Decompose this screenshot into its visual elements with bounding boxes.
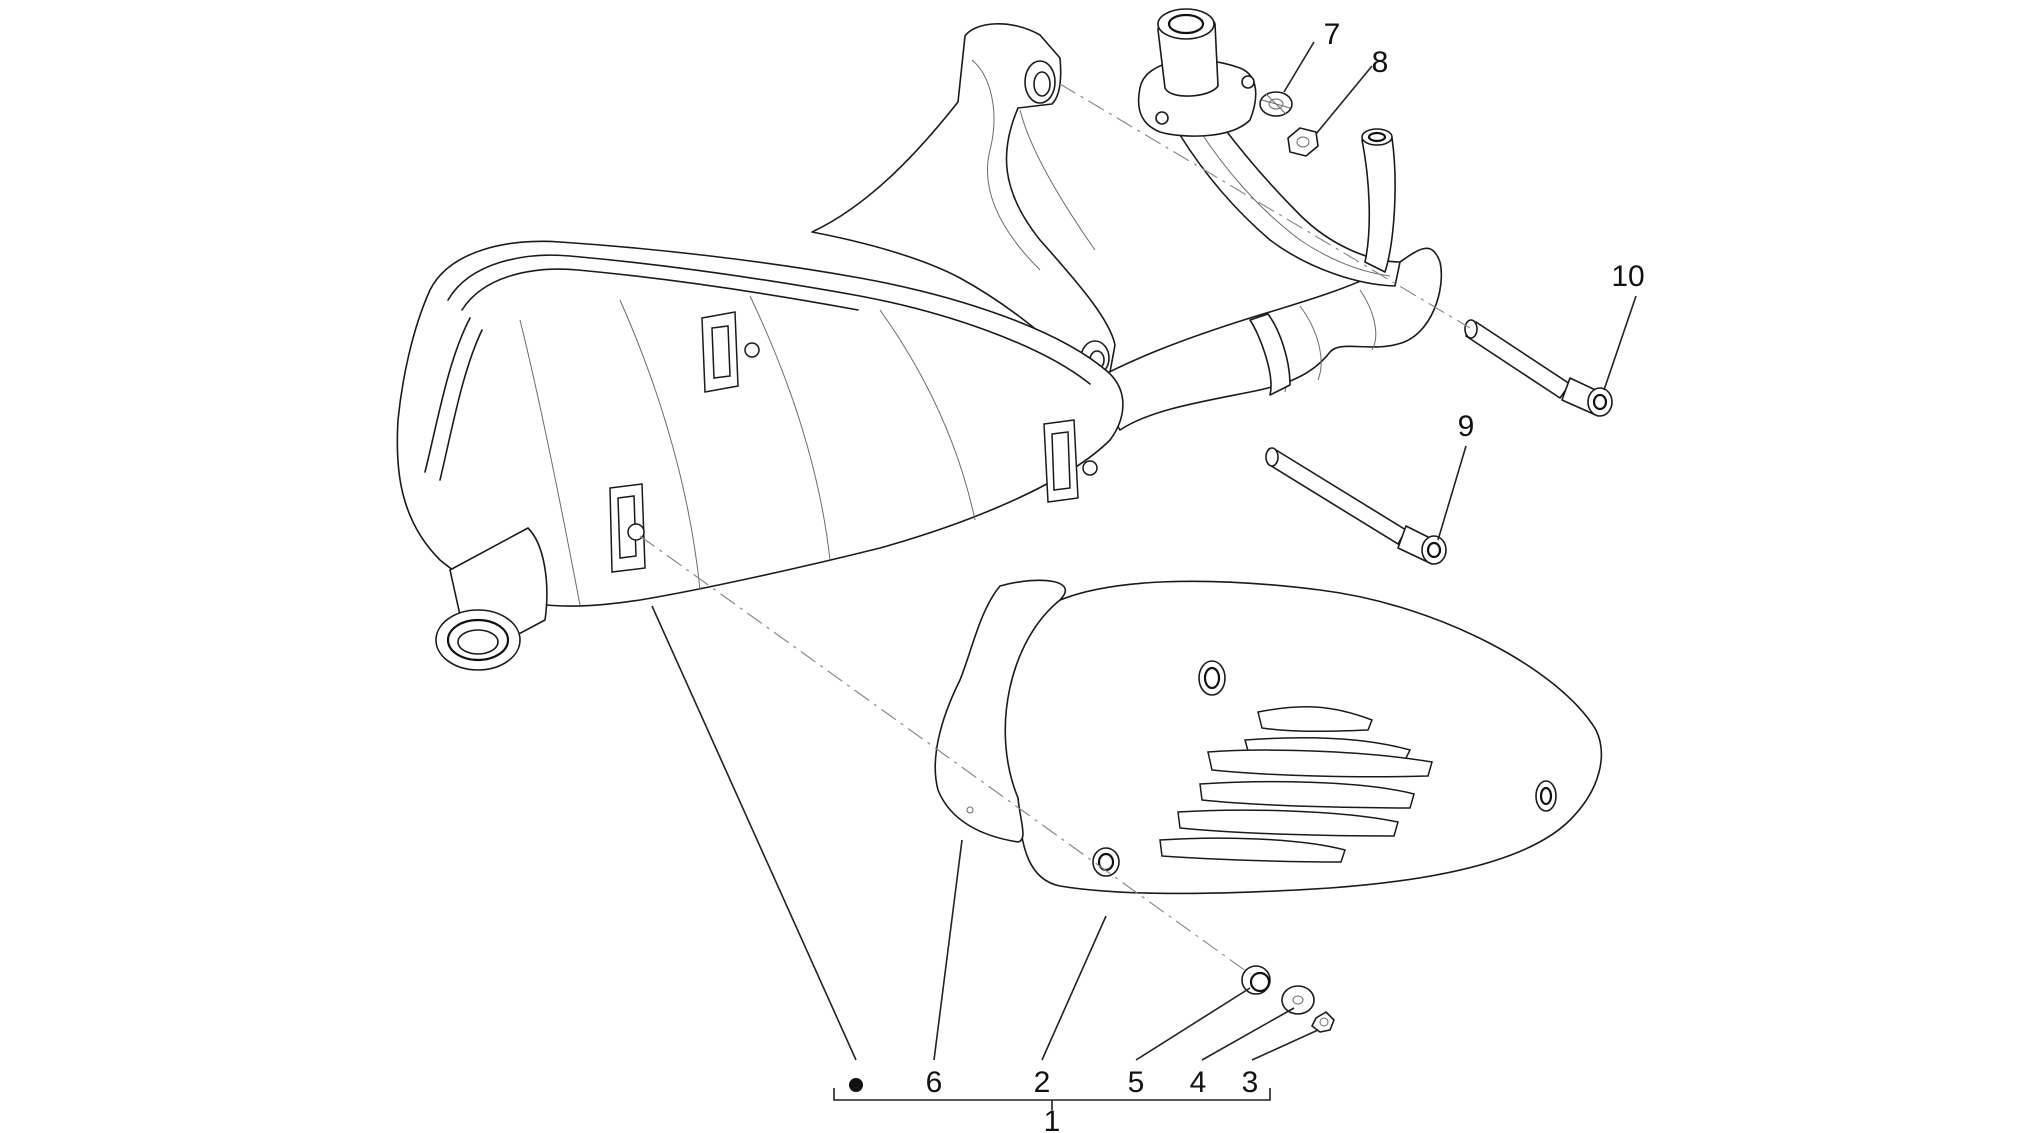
muffler-clip-middle <box>1043 419 1098 503</box>
heat-shield <box>1002 580 1603 895</box>
callout-8: 8 <box>1372 46 1389 79</box>
washer-4 <box>1281 985 1315 1015</box>
callout-9: 9 <box>1458 410 1475 443</box>
exhaust-pipe <box>1089 8 1443 431</box>
muffler-clip-upper <box>701 311 760 393</box>
callout-6: 6 <box>926 1066 943 1099</box>
bolt-10 <box>1464 319 1613 417</box>
bolt-9 <box>1265 447 1447 565</box>
screw-3 <box>1311 1011 1335 1033</box>
callout-7: 7 <box>1324 18 1341 51</box>
muffler-clip-lower <box>609 483 646 573</box>
callout-labels: 7 8 10 9 6 2 5 4 3 1 <box>926 18 1645 1133</box>
callout-2: 2 <box>1034 1066 1051 1099</box>
nut-8 <box>1287 127 1319 157</box>
callout-4: 4 <box>1190 1066 1207 1099</box>
leader-lines <box>651 41 1637 1092</box>
shield-gasket <box>934 579 1067 843</box>
grommet-5 <box>1241 965 1271 995</box>
washer-7 <box>1259 91 1293 117</box>
common-bullet <box>849 1078 863 1092</box>
callout-5: 5 <box>1128 1066 1145 1099</box>
muffler-body <box>396 240 1124 671</box>
callout-10: 10 <box>1611 260 1644 293</box>
callout-3: 3 <box>1242 1066 1259 1099</box>
group-bracket <box>833 1088 1271 1110</box>
callout-1: 1 <box>1044 1105 1061 1133</box>
assembly-axes <box>639 83 1471 975</box>
